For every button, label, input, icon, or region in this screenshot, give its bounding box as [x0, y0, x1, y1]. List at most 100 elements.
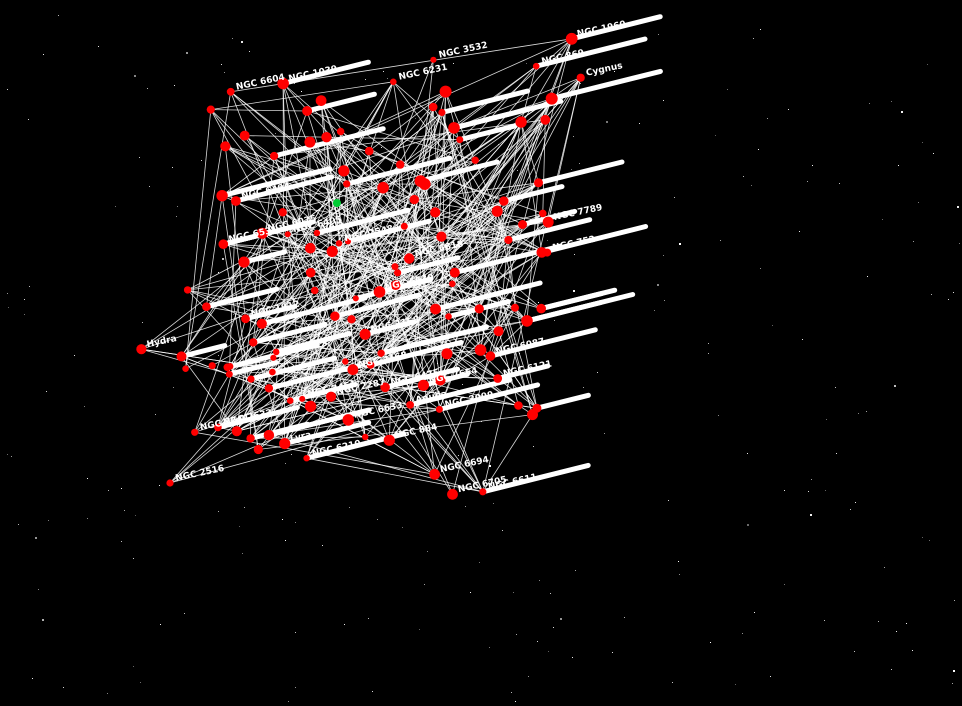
graph-node[interactable]: [449, 267, 460, 278]
graph-node[interactable]: [247, 375, 255, 383]
graph-node[interactable]: [272, 348, 280, 356]
graph-node[interactable]: [441, 348, 453, 360]
graph-node[interactable]: [362, 433, 369, 441]
graph-node[interactable]: [536, 303, 546, 314]
graph-node-n16[interactable]: [373, 286, 386, 298]
graph-node[interactable]: [347, 315, 356, 324]
graph-node[interactable]: [521, 315, 533, 327]
graph-node-n14[interactable]: [214, 423, 222, 432]
graph-node[interactable]: [206, 105, 215, 114]
graph-node[interactable]: [182, 365, 189, 373]
graph-node[interactable]: [539, 209, 547, 218]
selected-node[interactable]: [333, 199, 341, 207]
graph-node-n2[interactable]: [191, 428, 199, 436]
graph-node[interactable]: [456, 136, 464, 144]
graph-node[interactable]: [352, 295, 359, 302]
graph-node[interactable]: [249, 338, 258, 347]
graph-node[interactable]: [239, 130, 250, 141]
graph-node[interactable]: [396, 160, 405, 169]
graph-node-n28[interactable]: [404, 253, 415, 264]
graph-node[interactable]: [390, 280, 401, 290]
graph-node[interactable]: [414, 175, 427, 188]
graph-node[interactable]: [315, 95, 327, 106]
graph-node[interactable]: [534, 178, 543, 188]
graph-node[interactable]: [326, 245, 338, 257]
graph-node[interactable]: [264, 384, 274, 393]
graph-node-n32[interactable]: [256, 227, 268, 239]
graph-node[interactable]: [304, 136, 316, 148]
graph-node[interactable]: [226, 363, 234, 370]
graph-node-n30[interactable]: [542, 216, 554, 228]
graph-node-n27[interactable]: [313, 229, 321, 237]
graph-node[interactable]: [377, 181, 389, 194]
graph-node-n36[interactable]: [383, 434, 395, 446]
graph-node-n18[interactable]: [347, 364, 359, 376]
graph-node-n40[interactable]: [335, 240, 343, 247]
graph-node[interactable]: [545, 92, 558, 105]
graph-node[interactable]: [532, 403, 542, 413]
graph-node[interactable]: [270, 151, 279, 161]
graph-node-n10[interactable]: [166, 479, 174, 487]
graph-node[interactable]: [504, 235, 513, 245]
graph-node[interactable]: [208, 362, 216, 370]
graph-node-n26[interactable]: [435, 405, 443, 413]
graph-node-n1[interactable]: [226, 87, 235, 96]
graph-node[interactable]: [364, 146, 374, 156]
graph-node[interactable]: [428, 102, 438, 112]
graph-node-n13[interactable]: [136, 344, 147, 355]
graph-node[interactable]: [438, 108, 446, 117]
graph-node[interactable]: [377, 349, 385, 357]
graph-node-n8[interactable]: [447, 488, 458, 500]
graph-node-n25[interactable]: [231, 196, 241, 206]
graph-node[interactable]: [391, 263, 399, 271]
graph-node[interactable]: [343, 180, 351, 188]
graph-node-n22[interactable]: [326, 391, 337, 402]
graph-node-n29[interactable]: [303, 455, 310, 462]
graph-node[interactable]: [225, 370, 233, 378]
graph-node-n4[interactable]: [390, 78, 397, 86]
graph-node[interactable]: [256, 318, 267, 329]
graph-node-n19[interactable]: [479, 488, 487, 496]
graph-node[interactable]: [409, 194, 419, 205]
graph-node[interactable]: [304, 400, 317, 413]
graph-node-n35[interactable]: [532, 62, 540, 70]
graph-node[interactable]: [400, 222, 408, 230]
graph-node[interactable]: [448, 122, 460, 134]
graph-node[interactable]: [216, 190, 228, 202]
graph-node-n3[interactable]: [429, 468, 440, 480]
graph-node[interactable]: [518, 220, 527, 229]
graph-node[interactable]: [514, 401, 523, 410]
graph-node-n15[interactable]: [218, 239, 229, 249]
graph-node-n9[interactable]: [299, 395, 306, 402]
graph-node[interactable]: [321, 132, 332, 143]
graph-node[interactable]: [231, 426, 242, 437]
graph-node[interactable]: [342, 358, 349, 365]
graph-node[interactable]: [253, 444, 263, 455]
graph-node[interactable]: [493, 326, 504, 337]
graph-node[interactable]: [263, 429, 275, 441]
graph-node[interactable]: [436, 231, 447, 242]
graph-node[interactable]: [202, 302, 211, 312]
graph-node-n39[interactable]: [417, 379, 429, 391]
graph-node[interactable]: [394, 269, 402, 277]
graph-node[interactable]: [278, 208, 287, 217]
graph-node[interactable]: [336, 127, 345, 136]
graph-node[interactable]: [439, 85, 452, 98]
graph-node[interactable]: [286, 397, 294, 405]
graph-node-n12[interactable]: [380, 382, 390, 393]
graph-node[interactable]: [246, 434, 255, 443]
graph-node-n11[interactable]: [430, 56, 437, 63]
graph-node-n20[interactable]: [270, 354, 277, 361]
graph-node[interactable]: [511, 303, 519, 312]
graph-node-n38[interactable]: [493, 374, 503, 383]
graph-node[interactable]: [220, 141, 231, 152]
graph-node[interactable]: [536, 247, 548, 258]
graph-node[interactable]: [491, 205, 503, 217]
graph-node[interactable]: [474, 344, 487, 356]
graph-node[interactable]: [430, 207, 441, 218]
graph-node[interactable]: [449, 280, 456, 288]
graph-node-n23[interactable]: [277, 77, 289, 90]
graph-node[interactable]: [366, 361, 375, 369]
graph-node[interactable]: [430, 303, 441, 315]
